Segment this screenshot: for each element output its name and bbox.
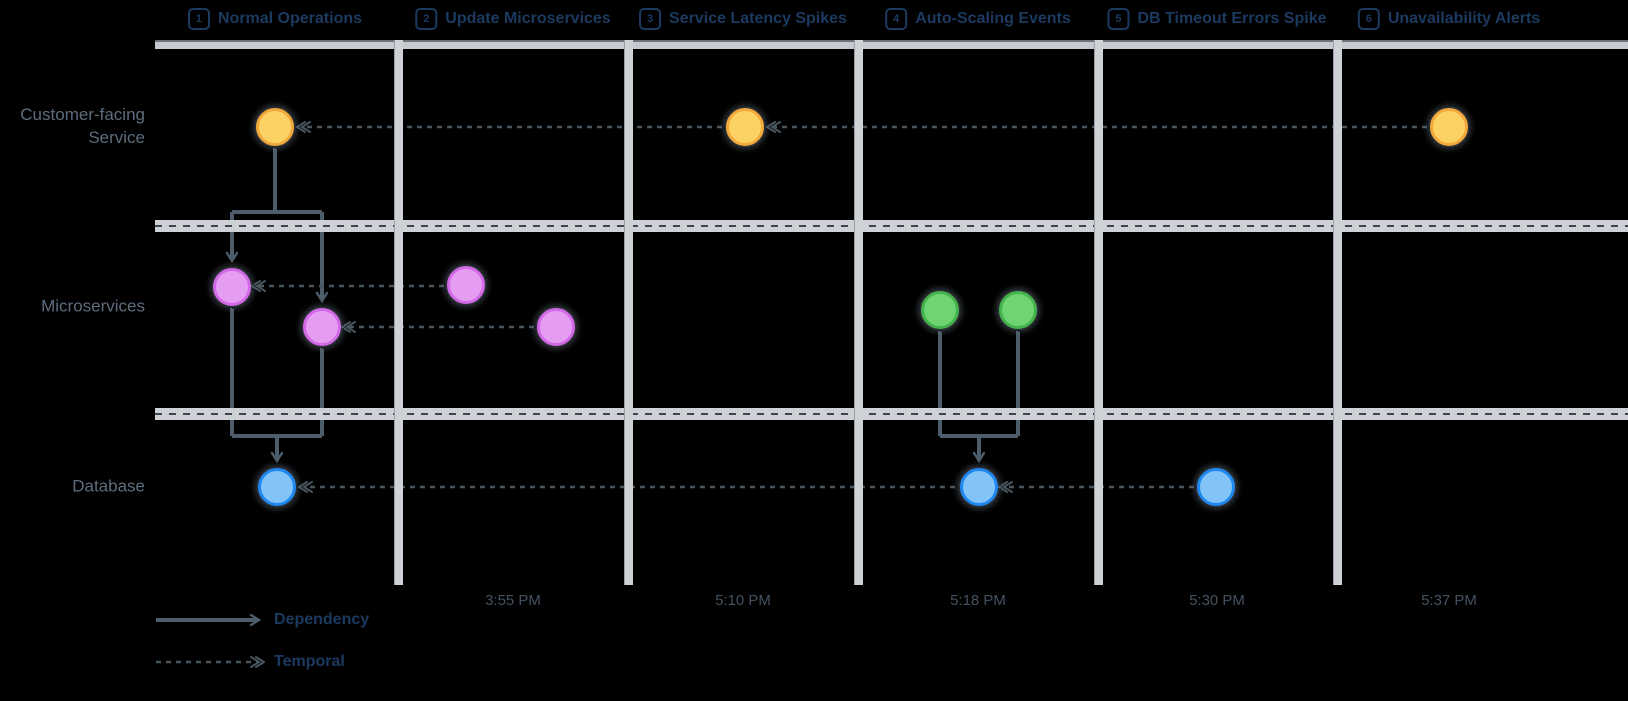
lane-label-microservices: Microservices bbox=[41, 296, 145, 316]
phase-header-label: Normal Operations bbox=[217, 10, 363, 27]
timestamp-label: 5:37 PM bbox=[1421, 592, 1477, 609]
event-node-database-event-1 bbox=[255, 465, 299, 509]
phase-header-2: 2 Update Microservices bbox=[415, 8, 611, 30]
phase-number-badge: 5 bbox=[1107, 8, 1130, 30]
phase-number-badge: 2 bbox=[415, 8, 438, 30]
legend-label-dependency: Dependency bbox=[274, 611, 370, 628]
phase-header-3: 3 Service Latency Spikes bbox=[639, 8, 847, 30]
phase-header-6: 6 Unavailability Alerts bbox=[1357, 8, 1541, 30]
phase-number-badge: 4 bbox=[885, 8, 908, 30]
event-node-microservice-event-2 bbox=[300, 305, 344, 349]
phase-header-4: 4 Auto-Scaling Events bbox=[885, 8, 1071, 30]
lane-separator bbox=[155, 408, 1628, 420]
phase-separator bbox=[624, 40, 633, 585]
lane-label-database: Database bbox=[72, 476, 145, 496]
phase-number-badge: 6 bbox=[1357, 8, 1380, 30]
lane-separator-dashes bbox=[155, 225, 1628, 227]
phase-separator bbox=[1094, 40, 1103, 585]
phase-separator bbox=[394, 40, 403, 585]
event-node-database-event-3 bbox=[1194, 465, 1238, 509]
phase-header-5: 5 DB Timeout Errors Spike bbox=[1107, 8, 1327, 30]
lane-separator bbox=[155, 220, 1628, 232]
phase-separator bbox=[1333, 40, 1342, 585]
event-node-database-event-2 bbox=[957, 465, 1001, 509]
phase-header-label: DB Timeout Errors Spike bbox=[1137, 10, 1327, 27]
event-node-microservice-event-3 bbox=[444, 263, 488, 307]
legend-label-temporal: Temporal bbox=[274, 653, 345, 670]
timestamp-label: 5:30 PM bbox=[1189, 592, 1245, 609]
phase-header-label: Auto-Scaling Events bbox=[915, 10, 1071, 27]
lane-label-customer: Customer-facing Service bbox=[20, 105, 145, 147]
phase-header-label: Unavailability Alerts bbox=[1387, 10, 1541, 27]
timestamp-label: 3:55 PM bbox=[485, 592, 541, 609]
event-node-microservice-event-1 bbox=[210, 265, 254, 309]
event-node-customer-event-1 bbox=[253, 105, 297, 149]
phase-header-rule bbox=[155, 40, 1628, 49]
event-node-customer-event-3 bbox=[1427, 105, 1471, 149]
timestamp-label: 5:10 PM bbox=[715, 592, 771, 609]
event-node-customer-event-2 bbox=[723, 105, 767, 149]
phase-number-badge: 1 bbox=[187, 8, 210, 30]
timestamp-label: 5:18 PM bbox=[950, 592, 1006, 609]
phase-header-1: 1 Normal Operations bbox=[187, 8, 363, 30]
phase-number-badge: 3 bbox=[639, 8, 662, 30]
phase-header-label: Service Latency Spikes bbox=[669, 10, 847, 27]
lane-separator-dashes bbox=[155, 413, 1628, 415]
event-node-autoscale-event-2 bbox=[996, 288, 1040, 332]
phase-separator bbox=[854, 40, 863, 585]
phase-header-label: Update Microservices bbox=[445, 10, 611, 27]
event-node-microservice-event-4 bbox=[534, 305, 578, 349]
event-node-autoscale-event-1 bbox=[918, 288, 962, 332]
